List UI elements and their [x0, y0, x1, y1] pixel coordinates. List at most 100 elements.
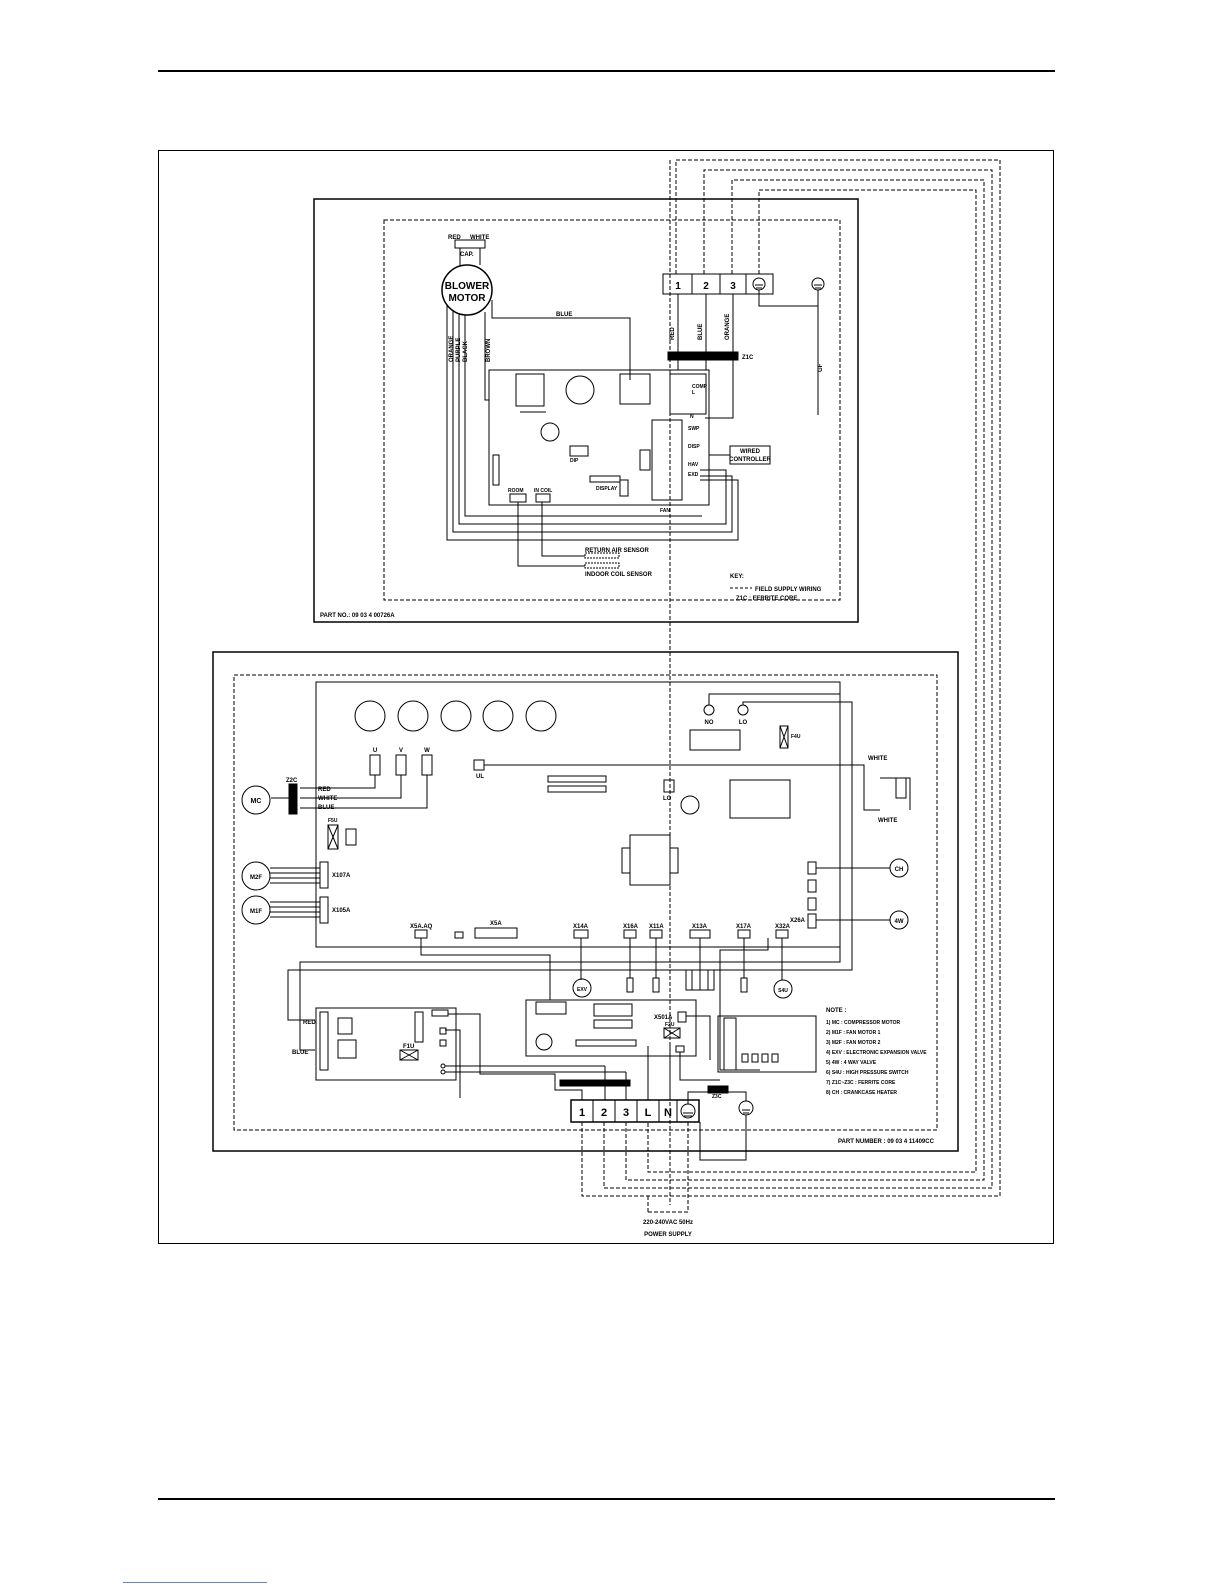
- fan-motor-m2f: [241, 861, 271, 891]
- label-x32a: X32A: [775, 924, 791, 930]
- label-orange: ORANGE: [449, 336, 455, 362]
- label-blue-out: BLUE: [318, 805, 334, 811]
- indoor-coil-sensor: INDOOR COIL SENSOR: [585, 572, 653, 578]
- pcb-hav: HAV: [688, 462, 699, 468]
- pcb-exd: EXD: [688, 472, 699, 478]
- key-ferrite: Z1C : FERRITE CORE: [736, 596, 797, 602]
- outdoor-term-l: L: [645, 1107, 652, 1119]
- wired-controller-label-1: WIRED: [740, 449, 761, 455]
- outdoor-term-2: 2: [601, 1107, 607, 1119]
- outdoor-term-n: N: [664, 1107, 672, 1119]
- label-red2: RED: [303, 1020, 316, 1026]
- pcb-l: L: [692, 390, 695, 396]
- label-f1u: F1U: [403, 1044, 414, 1050]
- dc-capacitor: [482, 700, 514, 732]
- label-x107a: X107A: [332, 873, 351, 879]
- crankcase-heater-ch: [889, 858, 909, 878]
- exv-symbol: [572, 978, 592, 998]
- display-board: [717, 1015, 817, 1073]
- footer-rule: [158, 1498, 1055, 1500]
- label-red-v: RED: [670, 327, 676, 340]
- note-7: 7) Z1C~Z3C : FERRITE CORE: [826, 1080, 896, 1086]
- pcb-n: N: [690, 414, 694, 420]
- pcb-fan: FAN: [660, 508, 670, 514]
- label-s4u: S4U: [778, 988, 788, 994]
- label-orange-v: ORANGE: [725, 314, 731, 340]
- label-blue: BLUE: [556, 312, 572, 318]
- pcb-incoil: IN COIL: [534, 488, 552, 494]
- label-ch: CH: [895, 867, 904, 873]
- note-5: 5) 4W : 4 WAY VALVE: [826, 1060, 877, 1066]
- indoor-term-2: 2: [703, 281, 709, 292]
- indoor-unit-box: [313, 198, 859, 623]
- indoor-part-no: PART NO.: 09 03 4 00726A: [320, 613, 395, 619]
- label-blue-v: BLUE: [698, 324, 704, 340]
- label-x17a: X17A: [736, 924, 752, 930]
- key-label: KEY:: [730, 574, 744, 580]
- label-x5a-aq: X5A.AQ: [410, 924, 433, 930]
- key-field-supply: FIELD SUPPLY WIRING: [755, 587, 822, 593]
- power-supply-voltage: 220-240VAC 50Hz: [643, 1220, 693, 1226]
- label-blue2: BLUE: [292, 1050, 308, 1056]
- note-title: NOTE :: [826, 1008, 846, 1014]
- ferrite-core-z1c: [667, 351, 739, 361]
- label-m2f: M2F: [250, 875, 262, 881]
- label-no: NO: [705, 720, 714, 726]
- wired-controller-label-2: CONTROLLER: [729, 457, 771, 463]
- diagram-frame: [158, 150, 1054, 1244]
- power-supply-label: POWER SUPPLY: [644, 1232, 692, 1238]
- label-x501a: X501A: [654, 1015, 673, 1021]
- outdoor-term-1: 1: [579, 1107, 585, 1119]
- indoor-field-boundary: [383, 219, 841, 601]
- label-exv: EXV: [577, 987, 588, 993]
- pcb-dip: DIP: [570, 458, 579, 464]
- label-x5a: X5A: [490, 921, 502, 927]
- footnote-link-underline[interactable]: [123, 1582, 267, 1583]
- compressor-motor-mc: [241, 785, 271, 815]
- label-lo2: LO: [663, 796, 672, 802]
- label-white: WHITE: [470, 235, 489, 241]
- label-z3c: Z3C: [712, 1094, 722, 1100]
- ferrite-core-z3c: [707, 1085, 729, 1094]
- label-red: RED: [448, 235, 461, 241]
- dc-capacitor: [354, 700, 386, 732]
- label-x14a: X14A: [573, 924, 589, 930]
- discharge-sensor: [895, 777, 907, 799]
- indoor-terminal-block: [662, 273, 774, 295]
- label-4w: 4W: [895, 919, 904, 925]
- label-lo: LO: [739, 720, 748, 726]
- label-x26a: X26A: [790, 918, 806, 924]
- label-white-out: WHITE: [318, 796, 337, 802]
- outdoor-main-pcb: [315, 681, 841, 948]
- return-air-sensor: RETURN AIR SENSOR: [585, 548, 649, 554]
- four-way-valve: [889, 910, 909, 930]
- label-x11a: X11A: [649, 924, 664, 930]
- label-gf: GF: [818, 363, 824, 372]
- note-6: 6) S4U : HIGH PRESSURE SWITCH: [826, 1070, 909, 1076]
- fan-motor-m1f: [241, 895, 271, 925]
- indoor-term-3: 3: [730, 281, 736, 292]
- label-white-r2: WHITE: [878, 818, 897, 824]
- label-red-out: RED: [318, 787, 331, 793]
- label-w: W: [424, 748, 430, 754]
- note-3: 3) M2F : FAN MOTOR 2: [826, 1040, 881, 1046]
- capacitor: [454, 239, 486, 249]
- outdoor-term-3: 3: [623, 1107, 629, 1119]
- note-2: 2) M1F : FAN MOTOR 1: [826, 1030, 881, 1036]
- label-white-r: WHITE: [868, 756, 887, 762]
- label-z1c: Z1C: [742, 355, 754, 361]
- label-f5u: F5U: [328, 818, 338, 824]
- label-x16a: X16A: [623, 924, 639, 930]
- ferrite-core-z1c-outdoor: [559, 1079, 631, 1087]
- label-brown: BROWN: [486, 339, 492, 362]
- indoor-term-1: 1: [675, 281, 681, 292]
- pcb-display: DISPLAY: [596, 486, 618, 492]
- label-mc: MC: [251, 798, 262, 805]
- outdoor-unit-box: [212, 651, 959, 1152]
- note-4: 4) EXV : ELECTRONIC EXPANSION VALVE: [826, 1050, 927, 1056]
- label-black: BLACK: [463, 340, 469, 362]
- blower-motor-symbol: [441, 264, 493, 316]
- pcb-disp: DISP: [688, 444, 700, 450]
- ferrite-core-z2c: [288, 783, 298, 815]
